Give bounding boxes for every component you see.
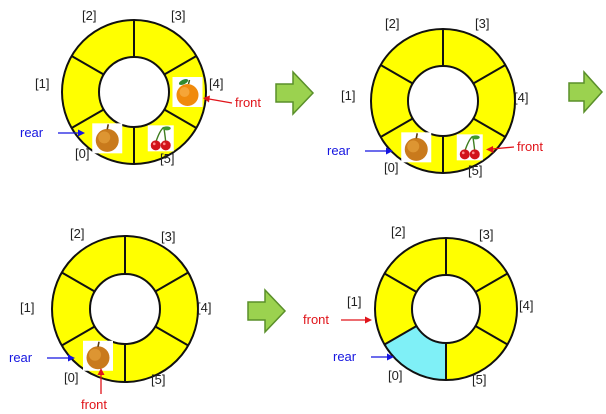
slot-label-0: [0] bbox=[388, 368, 402, 383]
step-arrow-3 bbox=[247, 288, 287, 334]
slot-divider bbox=[380, 64, 414, 85]
slot-divider bbox=[163, 55, 197, 76]
slot-divider bbox=[474, 272, 508, 293]
front-pointer: front bbox=[303, 312, 372, 327]
queue-state-4 bbox=[374, 237, 518, 381]
slot-label-1: [1] bbox=[341, 88, 355, 103]
slot-label-4: [4] bbox=[514, 90, 528, 105]
slot-label-3: [3] bbox=[475, 16, 489, 31]
slot-label-0: [0] bbox=[75, 146, 89, 161]
slot-4 bbox=[473, 65, 515, 137]
rear-label: rear bbox=[20, 125, 44, 140]
slot-label-5: [5] bbox=[472, 372, 486, 387]
slot-1 bbox=[371, 65, 413, 137]
slot-label-4: [4] bbox=[197, 300, 211, 315]
slot-divider bbox=[154, 271, 189, 293]
slot-label-1: [1] bbox=[347, 294, 361, 309]
slot-label-4: [4] bbox=[519, 298, 533, 313]
slot-label-5: [5] bbox=[151, 372, 165, 387]
ring-inner-edge bbox=[98, 56, 170, 128]
apple-icon bbox=[400, 131, 433, 164]
front-label: front bbox=[517, 139, 543, 154]
slot-label-4: [4] bbox=[209, 76, 223, 91]
front-label: front bbox=[303, 312, 329, 327]
slot-1 bbox=[62, 56, 104, 128]
slot-4 bbox=[155, 272, 198, 346]
ring-inner-edge bbox=[89, 273, 161, 345]
slot-divider bbox=[61, 325, 96, 347]
orange-icon bbox=[171, 76, 204, 108]
slot-label-1: [1] bbox=[35, 76, 49, 91]
front-pointer: front bbox=[486, 139, 543, 154]
cherry-icon bbox=[147, 124, 175, 153]
slot-label-2: [2] bbox=[70, 226, 84, 241]
rings-layer bbox=[51, 19, 518, 383]
slot-divider bbox=[163, 108, 197, 129]
slot-2 bbox=[71, 20, 134, 75]
slot-label-2: [2] bbox=[385, 16, 399, 31]
queue-state-3 bbox=[51, 235, 199, 383]
rear-pointer: rear bbox=[333, 349, 394, 364]
slot-label-3: [3] bbox=[161, 229, 175, 244]
rear-pointer: rear bbox=[20, 125, 85, 140]
slot-divider bbox=[474, 325, 508, 346]
ring-inner-edge bbox=[411, 274, 481, 344]
queue-state-2 bbox=[370, 28, 516, 174]
slot-divider bbox=[71, 55, 105, 76]
step-arrow-1 bbox=[275, 70, 315, 116]
slot-2 bbox=[380, 29, 443, 84]
slot-label-0: [0] bbox=[384, 160, 398, 175]
front-pointer: front bbox=[203, 95, 261, 110]
slot-label-2: [2] bbox=[82, 8, 96, 23]
slot-4 bbox=[475, 273, 517, 345]
slot-label-0: [0] bbox=[64, 370, 78, 385]
queue-state-1 bbox=[61, 19, 207, 165]
rear-label: rear bbox=[9, 350, 33, 365]
rear-label: rear bbox=[333, 349, 357, 364]
slot-label-5: [5] bbox=[468, 163, 482, 178]
apple-icon bbox=[82, 339, 114, 372]
slot-1 bbox=[51, 272, 95, 346]
slot-divider bbox=[154, 325, 189, 347]
slot-3 bbox=[134, 20, 197, 75]
slot-divider bbox=[384, 325, 418, 346]
slot-divider bbox=[472, 117, 506, 138]
ring-inner-edge bbox=[407, 65, 479, 137]
rear-label: rear bbox=[327, 143, 351, 158]
slot-label-1: [1] bbox=[20, 300, 34, 315]
slot-1 bbox=[375, 273, 417, 345]
front-label: front bbox=[81, 397, 107, 412]
slot-divider bbox=[380, 117, 414, 138]
slot-divider bbox=[384, 272, 418, 293]
slot-label-5: [5] bbox=[160, 151, 174, 166]
slot-divider bbox=[71, 108, 105, 129]
front-pointer: front bbox=[81, 368, 107, 412]
slot-3 bbox=[443, 29, 506, 84]
slot-divider bbox=[472, 64, 506, 85]
front-label: front bbox=[235, 95, 261, 110]
slot-label-3: [3] bbox=[479, 227, 493, 242]
cherry-icon bbox=[456, 133, 484, 162]
step-arrow-2 bbox=[568, 70, 604, 114]
rear-pointer: rear bbox=[327, 143, 393, 158]
rear-pointer: rear bbox=[9, 350, 75, 365]
apple-icon bbox=[91, 122, 124, 155]
slot-divider bbox=[61, 271, 96, 293]
slot-label-2: [2] bbox=[391, 224, 405, 239]
slot-label-3: [3] bbox=[171, 8, 185, 23]
